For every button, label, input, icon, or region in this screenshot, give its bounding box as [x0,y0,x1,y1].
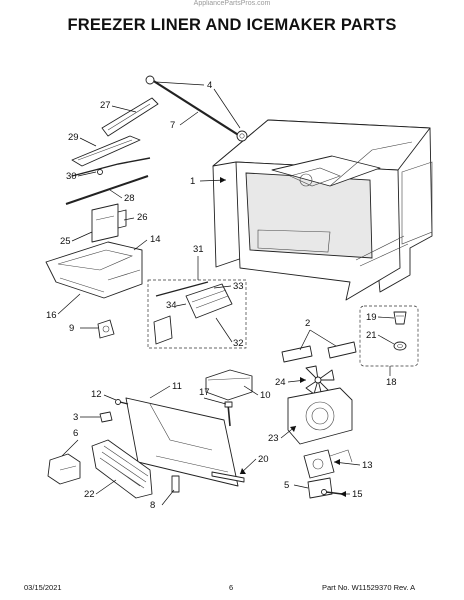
icemaker-assembly-box [147,279,247,349]
callout-label: 33 [233,281,244,292]
auger-rod-part [145,75,248,142]
callout-label: 28 [124,193,135,204]
bracket-block-part [47,453,81,485]
callout-label: 8 [150,500,155,511]
bracket-cover-part [91,203,127,243]
fill-cup-part [393,311,407,351]
callout-label: 4 [207,80,212,91]
grille-part [91,439,153,499]
callout-label: 34 [166,300,177,311]
leader-lines [57,81,395,506]
callout-label: 12 [91,389,102,400]
callout-label: 10 [260,390,271,401]
callout-label: 2 [305,318,310,329]
housing-part [71,135,141,167]
screw-part [321,489,343,495]
callout-label: 29 [68,132,79,143]
small-screws-part [99,399,129,423]
callout-label: 9 [69,323,74,334]
callout-label: 30 [66,171,77,182]
callout-label: 20 [258,454,269,465]
diffuser-part [101,97,159,137]
callout-label: 7 [170,120,175,131]
connector-part [171,475,180,493]
callout-label: 17 [199,387,210,398]
callout-label: 21 [366,330,377,341]
callout-label: 11 [172,381,182,392]
fill-cup-box [359,305,419,367]
page-title: FREEZER LINER AND ICEMAKER PARTS [67,16,397,34]
callout-label: 23 [268,433,279,444]
callout-label: 1 [190,176,195,187]
rear-panel-part [125,397,245,487]
callout-label: 6 [73,428,78,439]
callout-label: 14 [150,234,161,245]
callout-label: 31 [193,244,204,255]
callout-label: 3 [73,412,78,423]
seal-strips-part [281,341,357,363]
callout-label: 26 [137,212,148,223]
callout-label: 19 [366,312,377,323]
freezer-liner-part [212,119,433,301]
callout-label: 27 [100,100,111,111]
fan-motor-part [303,449,353,499]
callout-label: 18 [386,377,397,388]
callout-label: 15 [352,489,363,500]
footer-date: 03/15/2021 [24,583,62,592]
watermark-text: AppliancePartsPros.com [193,0,271,7]
air-duct-part [45,241,143,299]
wire-harness-part [65,157,151,205]
damper-motor-part [97,319,115,339]
icemaker-part [153,281,233,345]
callout-label: 22 [84,489,95,500]
leader-arrowheads [220,177,346,497]
callout-labels: 4 27 7 29 1 30 28 26 25 14 31 33 34 16 9… [46,80,397,511]
callout-label: 16 [46,310,57,321]
fan-housing-part [287,387,353,445]
ice-tray-part [205,369,253,401]
probe-part [224,401,233,427]
footer-part-number: Part No. W11529370 Rev. A [322,583,416,592]
callout-label: 5 [284,480,289,491]
footer-page-number: 6 [229,583,234,592]
callout-label: 13 [362,460,373,471]
callout-label: 32 [233,338,244,349]
callout-label: 25 [60,236,71,247]
callout-label: 24 [275,377,286,388]
